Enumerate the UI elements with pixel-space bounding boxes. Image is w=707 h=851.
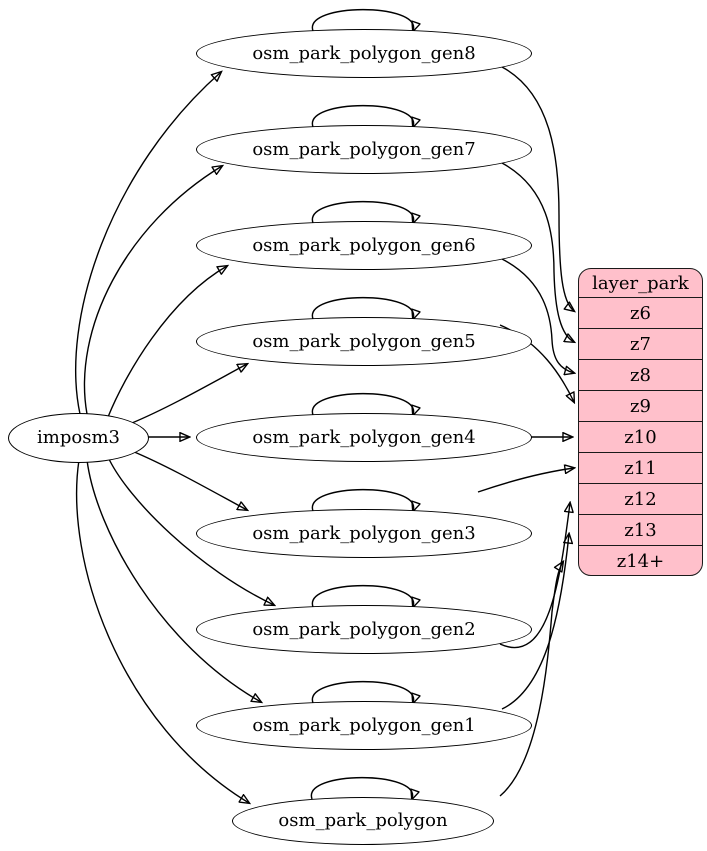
node-label: osm_park_polygon_gen6 — [252, 234, 476, 256]
edge-gen6-to-z8 — [501, 258, 574, 373]
selfloop-gen7 — [312, 104, 413, 127]
table-header: layer_park — [592, 272, 689, 294]
edge-imposm3-to-polygon — [75, 459, 249, 803]
node-label: osm_park_polygon_gen3 — [252, 522, 476, 544]
node-label: osm_park_polygon_gen5 — [252, 330, 476, 352]
selfloop-polygon — [311, 776, 412, 799]
node-osm-park-polygon-gen8: osm_park_polygon_gen8 — [196, 29, 532, 78]
table-row-z10: z10 — [579, 421, 702, 452]
table-row-z13: z13 — [579, 514, 702, 545]
table-row-z12: z12 — [579, 483, 702, 514]
selfloop-gen4 — [312, 392, 413, 415]
node-osm-park-polygon-gen7: osm_park_polygon_gen7 — [196, 125, 532, 174]
selfloop-gen5 — [312, 296, 413, 319]
node-osm-park-polygon: osm_park_polygon — [232, 797, 494, 845]
selfloop-gen1 — [312, 680, 413, 703]
table-row-z9: z9 — [579, 390, 702, 421]
edge-gen8-to-z6 — [501, 66, 574, 311]
node-osm-park-polygon-gen6: osm_park_polygon_gen6 — [196, 221, 532, 270]
selfloop-gen6 — [312, 200, 413, 223]
edge-gen3-to-z11 — [477, 468, 574, 493]
edge-imposm3-to-gen2 — [107, 456, 274, 605]
selfloop-gen2 — [312, 584, 413, 607]
table-layer-park: layer_park z6 z7 z8 z9 z10 z11 z12 z13 z… — [578, 268, 703, 576]
selfloop-gen3 — [312, 488, 413, 511]
edge-imposm3-to-gen3 — [131, 450, 247, 510]
table-row-z6: z6 — [579, 297, 702, 328]
node-osm-park-polygon-gen4: osm_park_polygon_gen4 — [196, 413, 532, 462]
edge-polygon-to-z14 — [499, 562, 563, 797]
edge-imposm3-to-gen7 — [83, 166, 222, 415]
node-osm-park-polygon-gen1: osm_park_polygon_gen1 — [196, 701, 532, 750]
table-row-z11: z11 — [579, 452, 702, 483]
node-label: osm_park_polygon_gen8 — [252, 42, 476, 64]
node-label: osm_park_polygon_gen1 — [252, 714, 476, 736]
table-row-z8: z8 — [579, 359, 702, 390]
table-row-z7: z7 — [579, 328, 702, 359]
node-label: osm_park_polygon_gen7 — [252, 138, 476, 160]
node-osm-park-polygon-gen3: osm_park_polygon_gen3 — [196, 509, 532, 558]
node-osm-park-polygon-gen2: osm_park_polygon_gen2 — [196, 605, 532, 654]
node-imposm3-label: imposm3 — [37, 427, 120, 448]
edge-imposm3-to-gen6 — [107, 266, 227, 418]
edge-imposm3-to-gen8 — [74, 72, 221, 415]
node-label: osm_park_polygon — [278, 810, 448, 831]
selfloop-gen8 — [312, 8, 413, 31]
edge-imposm3-to-gen5 — [131, 364, 247, 424]
edge-gen7-to-z7 — [501, 162, 574, 342]
edge-imposm3-to-gen1 — [86, 459, 261, 702]
node-osm-park-polygon-gen5: osm_park_polygon_gen5 — [196, 317, 532, 366]
node-label: osm_park_polygon_gen2 — [252, 618, 476, 640]
node-imposm3: imposm3 — [8, 413, 149, 463]
table-row-z14: z14+ — [579, 545, 702, 576]
node-label: osm_park_polygon_gen4 — [252, 426, 476, 448]
